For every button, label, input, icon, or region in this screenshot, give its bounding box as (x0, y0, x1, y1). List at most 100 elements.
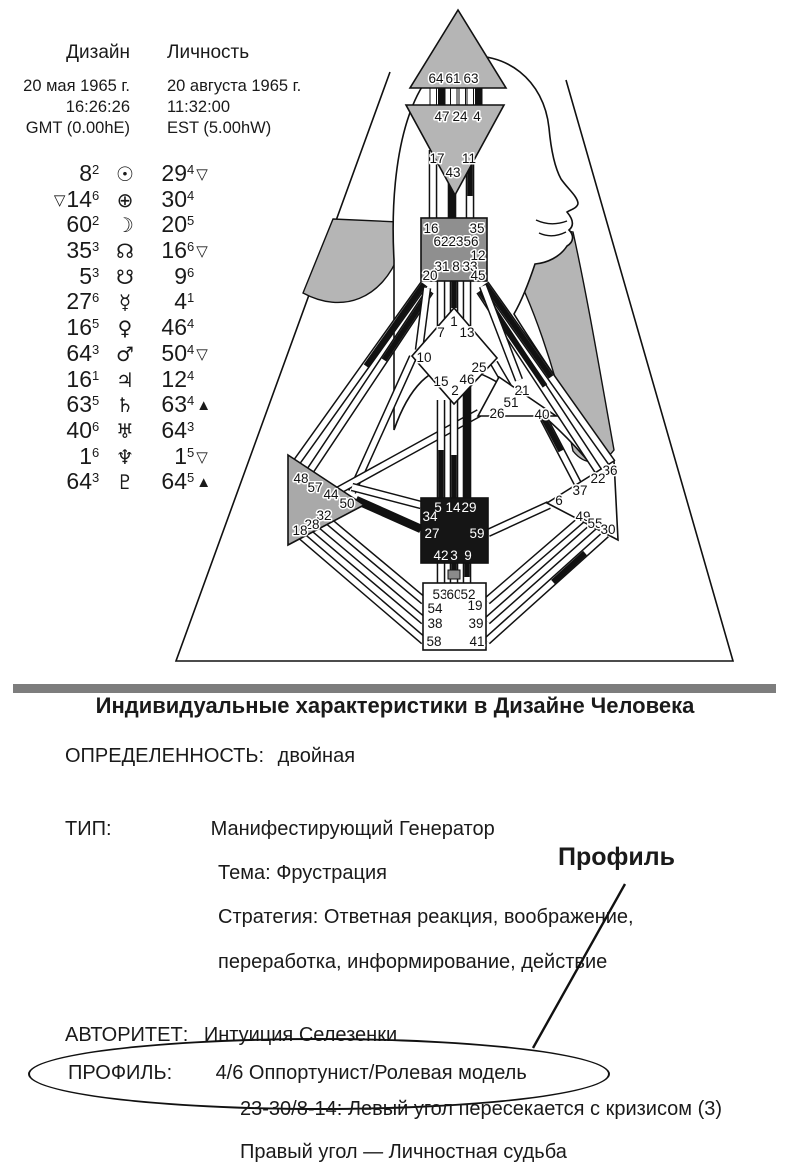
svg-text:27: 27 (424, 526, 439, 541)
bodygraph: 64 61 63 47 24 4 17 43 11 16 35 62 23 56… (174, 8, 735, 662)
personality-date: 20 августа 1965 г. (167, 77, 302, 95)
definition-label: ОПРЕДЕЛЕННОСТЬ: (65, 745, 265, 767)
strategy-line-1: Стратегия: Ответная реакция, воображение… (218, 906, 634, 928)
svg-text:19: 19 (467, 598, 482, 613)
jupiter-icon: ♃ (116, 367, 134, 392)
south-node-icon: ☋ (116, 264, 134, 289)
svg-text:48: 48 (293, 471, 308, 486)
svg-text:34: 34 (422, 509, 438, 524)
svg-text:25: 25 (471, 360, 486, 375)
svg-text:6: 6 (555, 493, 563, 508)
profile-value: 4/6 Оппортунист/Ролевая модель (215, 1062, 527, 1084)
svg-text:4: 4 (473, 109, 481, 124)
svg-text:61: 61 (445, 71, 460, 86)
channels (292, 85, 616, 645)
personality-time: 11:32:00 (167, 98, 231, 116)
body-triangle (174, 71, 735, 662)
head-center (408, 8, 508, 89)
svg-text:11: 11 (462, 151, 476, 166)
svg-text:15: 15 (433, 374, 448, 389)
svg-text:33: 33 (462, 259, 477, 274)
svg-text:39: 39 (468, 616, 483, 631)
svg-text:46: 46 (459, 372, 474, 387)
svg-text:51: 51 (503, 395, 518, 410)
sun-icon: ☉ (116, 162, 134, 186)
sacral-center (420, 497, 489, 564)
authority-label: АВТОРИТЕТ: (65, 1024, 189, 1046)
svg-text:21: 21 (514, 383, 529, 398)
design-column: Дизайн 20 мая 1965 г. 16:26:26 GMT (0.00… (0, 42, 130, 139)
planet-row-neptune: 16♆15▽ (79, 442, 208, 469)
svg-text:55: 55 (587, 516, 602, 531)
svg-text:50: 50 (339, 496, 354, 511)
heart-center (476, 375, 559, 417)
gate-60-nub (447, 569, 461, 580)
planet-row-uranus: 406♅643 (66, 416, 195, 443)
planet-row-mercury: 276☿41 (66, 288, 195, 315)
planet-row-moon: 602☽205 (66, 211, 195, 238)
svg-text:45: 45 (470, 268, 485, 283)
svg-text:40: 40 (534, 407, 549, 422)
design-zone: GMT (0.00hE) (25, 119, 130, 137)
svg-text:30: 30 (600, 522, 615, 537)
svg-text:2: 2 (451, 383, 459, 398)
svg-text:9: 9 (464, 548, 472, 563)
personality-zone: EST (5.00hW) (167, 119, 272, 137)
svg-text:60: 60 (446, 587, 461, 602)
saturn-icon: ♄ (116, 393, 134, 418)
pluto-icon: ♇ (116, 470, 134, 495)
svg-text:1: 1 (450, 314, 458, 329)
svg-text:47: 47 (434, 109, 449, 124)
svg-text:64: 64 (428, 71, 444, 86)
ajna-center (404, 104, 506, 197)
root-center (422, 582, 487, 651)
svg-text:44: 44 (323, 487, 339, 502)
svg-text:57: 57 (307, 480, 322, 495)
gate-numbers: 64 61 63 47 24 4 17 43 11 16 35 62 23 56… (291, 70, 619, 651)
svg-text:12: 12 (470, 248, 485, 263)
planet-row-mars: 643♂504▽ (66, 339, 208, 366)
svg-text:7: 7 (437, 325, 445, 340)
planet-row-venus: 165♀464 (66, 314, 195, 341)
planet-row-pluto: 643♇645▲ (66, 468, 212, 495)
planet-row-sun: 82☉294▽ (79, 160, 208, 186)
svg-text:41: 41 (469, 634, 484, 649)
planet-row-earth: ▽146⊕304 (53, 185, 195, 212)
svg-text:37: 37 (572, 483, 587, 498)
svg-text:5: 5 (434, 500, 442, 515)
svg-text:29: 29 (461, 500, 476, 515)
profile-line: ПРОФИЛЬ: 4/6 Оппортунист/Ролевая модель (68, 1062, 527, 1085)
svg-text:17: 17 (429, 151, 444, 166)
svg-text:58: 58 (426, 634, 441, 649)
moon-icon: ☽ (116, 213, 134, 238)
personality-column: Личность 20 августа 1965 г. 11:32:00 EST… (167, 42, 387, 139)
solar-plexus-center (545, 459, 619, 542)
svg-text:31: 31 (434, 259, 449, 274)
definition-line: ОПРЕДЕЛЕННОСТЬ: двойная (65, 745, 355, 768)
uranus-icon: ♅ (116, 418, 134, 443)
type-line: ТИП: Манифестирующий Генератор (65, 818, 495, 841)
earth-icon: ⊕ (116, 187, 134, 212)
svg-text:28: 28 (304, 517, 319, 532)
svg-text:23: 23 (448, 234, 463, 249)
svg-text:3: 3 (450, 548, 458, 563)
design-time: 16:26:26 (65, 98, 130, 116)
profile-note-2: Правый угол — Личностная судьба (240, 1141, 567, 1163)
mars-icon: ♂ (116, 341, 134, 366)
profile-callout-label: Профиль (558, 843, 676, 871)
svg-text:24: 24 (452, 109, 468, 124)
svg-text:16: 16 (423, 221, 438, 236)
planet-row-north-node: 353☊166▽ (66, 237, 208, 264)
svg-text:62: 62 (433, 234, 448, 249)
svg-text:43: 43 (445, 165, 460, 180)
type-label: ТИП: (65, 818, 112, 840)
planet-row-saturn: 635♄634▲ (66, 391, 212, 418)
venus-icon: ♀ (117, 316, 133, 341)
svg-text:36: 36 (602, 463, 617, 478)
profile-note-1: 23-30/8-14: Левый угол пересекается с кр… (240, 1098, 723, 1120)
design-date: 20 мая 1965 г. (23, 77, 130, 95)
planet-row-south-node: 53☋96 (79, 262, 195, 289)
svg-text:49: 49 (575, 509, 590, 524)
svg-text:14: 14 (445, 500, 461, 515)
